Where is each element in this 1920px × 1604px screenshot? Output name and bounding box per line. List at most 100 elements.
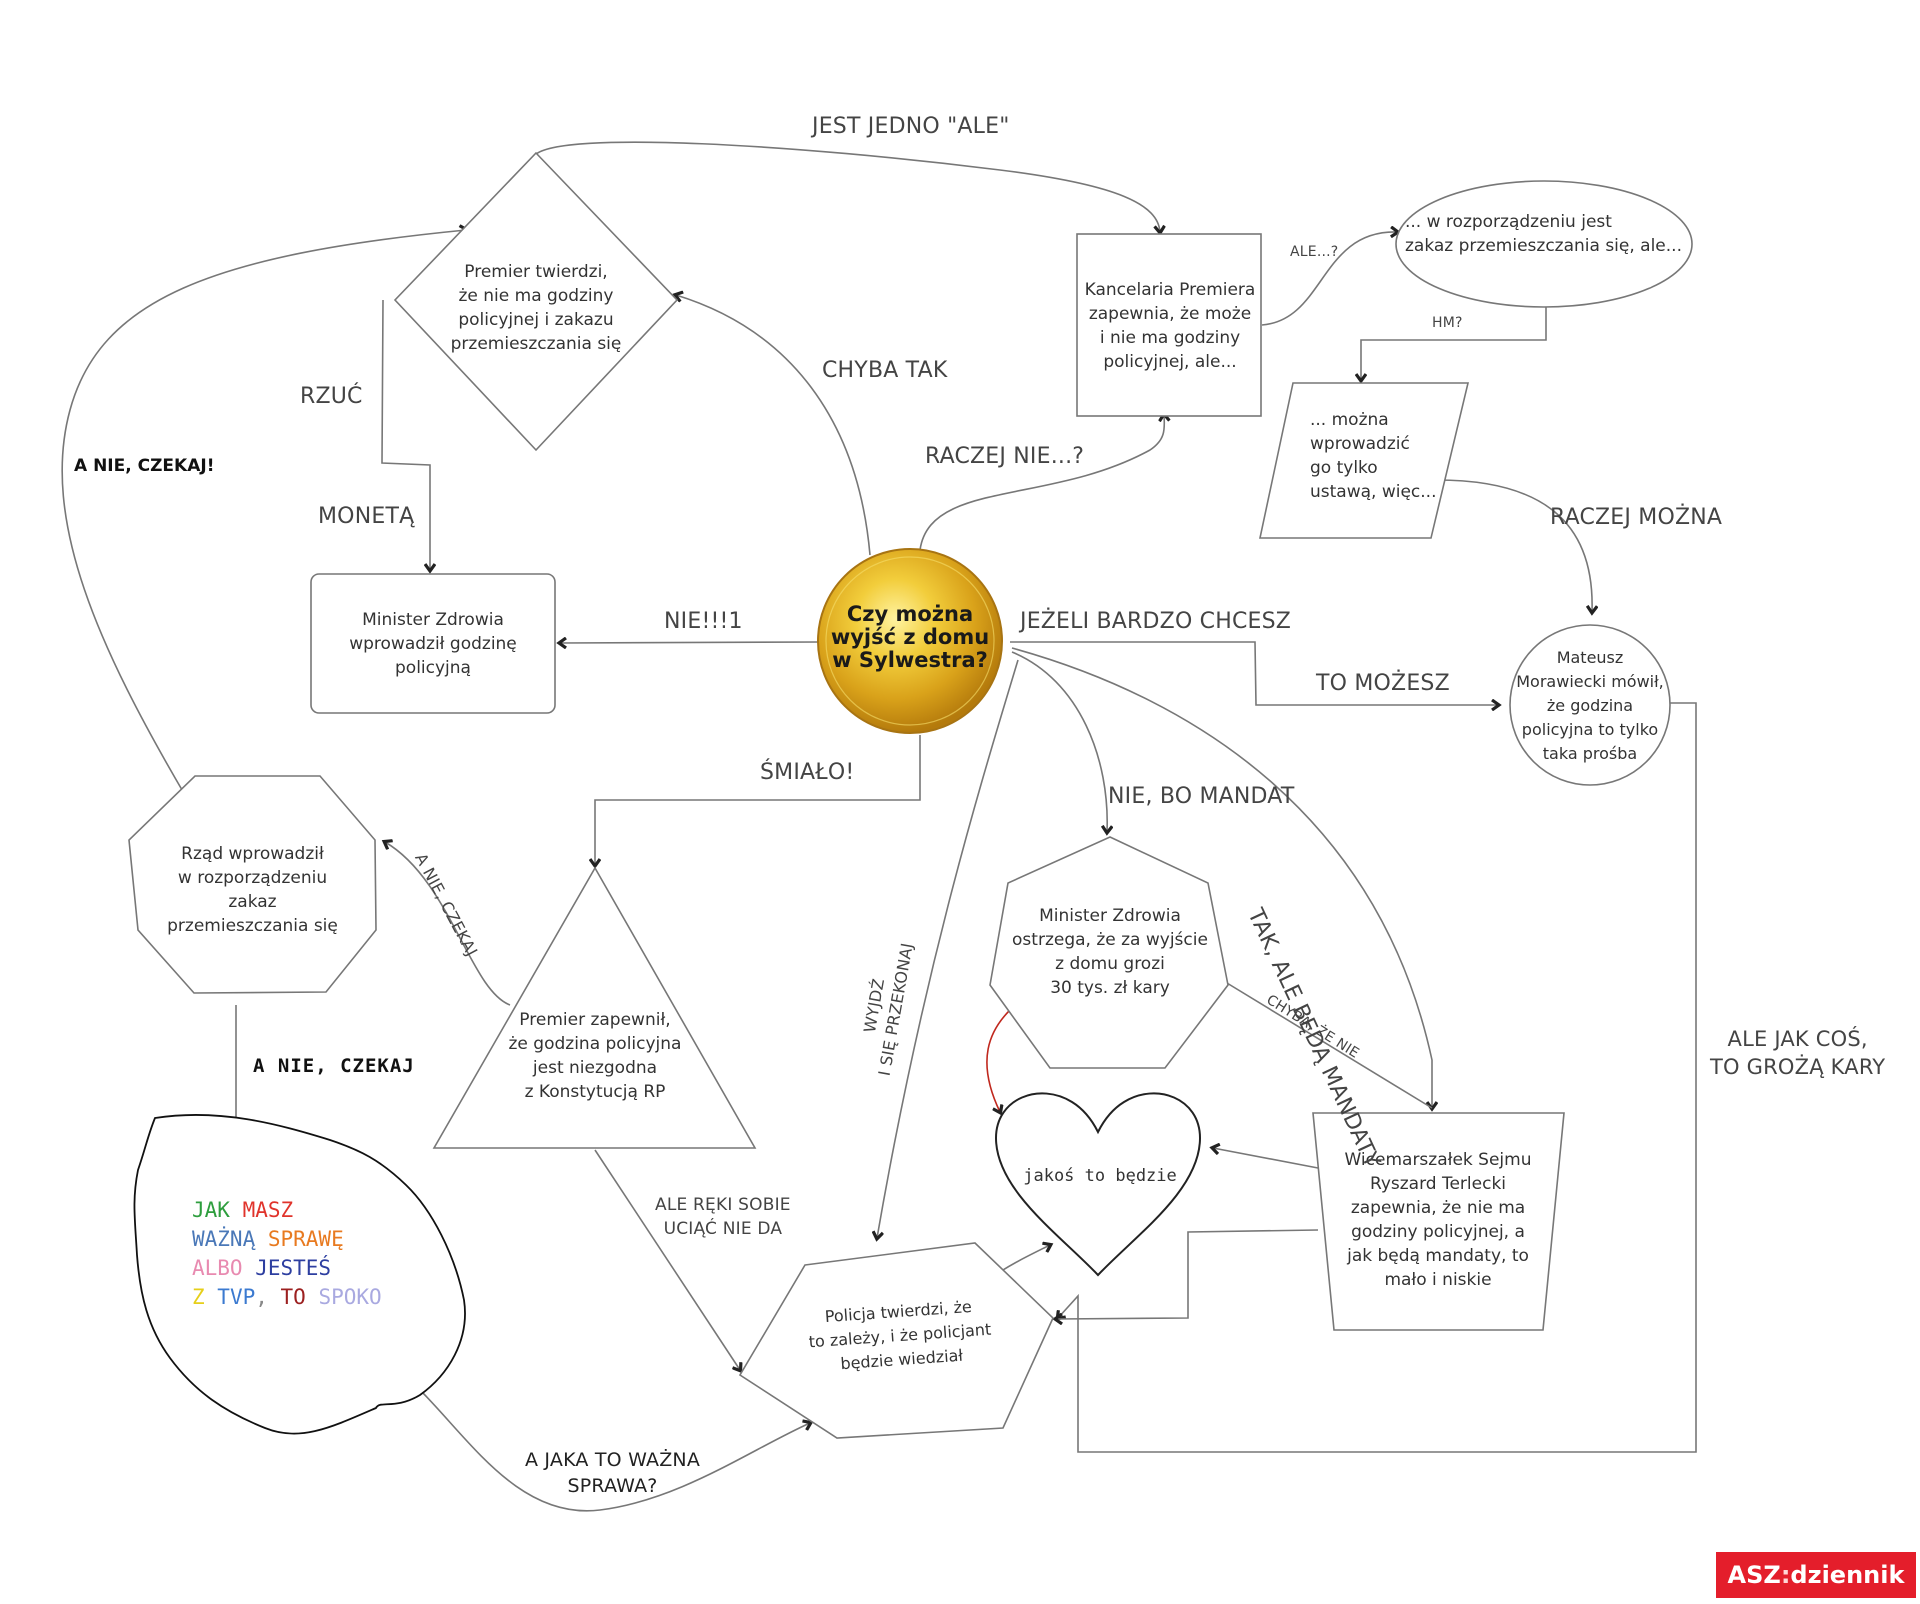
node-line: Rząd wprowadził: [181, 844, 324, 864]
edge-terlecki-policja: [1056, 1229, 1319, 1319]
cloud-word: ,: [255, 1285, 281, 1309]
cloud-word: MASZ: [242, 1198, 294, 1222]
node-line: ustawą, więc...: [1310, 482, 1437, 502]
edge-nie: [560, 642, 822, 643]
cloud-word: JAK: [192, 1198, 243, 1222]
node-morawiecki-text: Mateusz Morawiecki mówił, że godzina pol…: [1512, 646, 1668, 766]
node-premier-zapewnil-triangle: [432, 866, 757, 1149]
node-rozporzadzenie-text: ... w rozporządzeniu jest zakaz przemies…: [1405, 210, 1685, 258]
node-minister-godzina-text: Minister Zdrowia wprowadził godzinę poli…: [330, 608, 536, 680]
node-line: policyjnej, ale...: [1103, 352, 1237, 372]
center-line: wyjść z domu: [830, 625, 990, 649]
label-nie: NIE!!!1: [664, 609, 743, 634]
node-line: zakaz przemieszczania się, ale...: [1405, 236, 1682, 256]
logo-part: ASZ: [1727, 1561, 1781, 1589]
node-line: Minister Zdrowia: [1039, 906, 1181, 926]
node-line: zapewnia, że nie ma: [1350, 1198, 1526, 1218]
node-premier-twierdzi-diamond: [393, 151, 679, 452]
node-line: policyjnej i zakazu: [458, 310, 614, 330]
node-line: taka prośba: [1542, 744, 1638, 763]
node-premier-twierdzi-text: Premier twierdzi, że nie ma godziny poli…: [440, 260, 632, 356]
node-line: Premier zapewnił,: [519, 1010, 671, 1030]
node-cloud-blob: [133, 1113, 466, 1435]
node-premier-zapewnil-text: Premier zapewnił, że godzina policyjna j…: [490, 1008, 700, 1104]
node-line: zakaz: [228, 892, 277, 912]
node-minister-ostrzega-heptagon: [989, 836, 1229, 1069]
cloud-word: SPRAWĘ: [267, 1227, 344, 1251]
node-line: i nie ma godziny: [1099, 328, 1241, 348]
label-chyba-tak: CHYBA TAK: [822, 358, 948, 383]
label-rzuc: RZUĆ: [300, 384, 363, 409]
node-line: ostrzega, że za wyjście: [1012, 930, 1208, 950]
edge-terlecki-heart: [1213, 1148, 1319, 1169]
center-line: Czy można: [846, 602, 974, 626]
label-line: TO GROŻĄ KARY: [1710, 1055, 1886, 1079]
label-ale: ALE...?: [1290, 244, 1339, 260]
cloud-word: WAŻNĄ: [192, 1227, 268, 1251]
edge-wyjdz: [877, 659, 1019, 1238]
edge-jezeli: [1010, 641, 1498, 705]
label-line: A JAKA TO WAŻNA: [525, 1449, 701, 1471]
node-line: jakoś to będzie: [1023, 1166, 1177, 1186]
node-line: w rozporządzeniu: [177, 868, 328, 888]
node-minister-ostrzega-text: Minister Zdrowia ostrzega, że za wyjście…: [1000, 904, 1220, 1000]
node-rzad-text: Rząd wprowadził w rozporządzeniu zakaz p…: [150, 842, 355, 938]
node-line: mało i niskie: [1384, 1270, 1492, 1290]
edge-jest-jedno-ale: [534, 141, 1160, 232]
node-line: Morawiecki mówił,: [1516, 672, 1664, 691]
center-question: Czy można wyjść z domu w Sylwestra?: [820, 603, 1000, 672]
logo-part: dziennik: [1790, 1561, 1905, 1589]
label-hm: HM?: [1432, 315, 1463, 331]
label-a-nie-czekaj-comic: A NIE, CZEKAJ: [253, 1055, 415, 1077]
edge-raczej-nie: [919, 415, 1164, 551]
label-jezeli: JEŻELI BARDZO CHCESZ: [1020, 609, 1292, 634]
node-kancelaria-text: Kancelaria Premiera zapewnia, że może i …: [1080, 278, 1260, 374]
cloud-word: SPOKO: [318, 1285, 382, 1309]
center-line: w Sylwestra?: [832, 648, 988, 672]
node-line: z Konstytucją RP: [524, 1082, 666, 1102]
node-line: zapewnia, że może: [1088, 304, 1252, 324]
label-line: UCIĄĆ NIE DA: [663, 1219, 783, 1239]
node-terlecki-trapezoid: [1312, 1112, 1565, 1331]
cloud-word: TVP: [217, 1285, 256, 1309]
edge-a-nie-czekaj-left: [61, 230, 466, 796]
edge-raczej-mozna: [1436, 479, 1592, 612]
node-line: wprowadził godzinę: [349, 634, 517, 654]
node-morawiecki-circle: [1509, 624, 1671, 786]
node-line: godziny policyjnej, a: [1351, 1222, 1525, 1242]
edge-smialo: [595, 735, 921, 865]
label-jest-jedno-ale: JEST JEDNO "ALE": [812, 114, 1010, 139]
node-jakos-heart: [994, 1092, 1202, 1277]
node-line: 30 tys. zł kary: [1050, 978, 1170, 998]
node-line: Premier twierdzi,: [464, 262, 608, 282]
node-line: przemieszczania się: [167, 916, 338, 936]
edge-ale-reki: [594, 1149, 740, 1370]
node-terlecki-text: Wicemarszałek Sejmu Ryszard Terlecki zap…: [1332, 1148, 1544, 1292]
node-line: Mateusz: [1556, 648, 1624, 667]
node-line: że godzina policyjna: [508, 1034, 682, 1054]
node-ustawa-text: ... można wprowadzić go tylko ustawą, wi…: [1310, 408, 1440, 504]
label-moneta: MONETĄ: [318, 504, 415, 529]
edge-ale: [1261, 232, 1397, 326]
node-line: Kancelaria Premiera: [1084, 280, 1256, 300]
node-minister-godzina-rect: [310, 573, 556, 714]
node-policja-text: Policja twierdzi, że to zależy, i że pol…: [798, 1293, 1003, 1379]
node-line: jest niezgodna: [532, 1058, 658, 1078]
edge-nie-bo-mandat: [1011, 651, 1107, 832]
edge-red-curve: [986, 1009, 1011, 1112]
node-line: Ryszard Terlecki: [1369, 1174, 1507, 1194]
node-line: że godzina: [1546, 696, 1634, 715]
label-line: ALE RĘKI SOBIE: [655, 1195, 791, 1215]
cloud-line: WAŻNĄ SPRAWĘ: [192, 1225, 382, 1254]
node-line: policyjną: [395, 658, 471, 678]
edge-rzuc-moneta: [381, 299, 430, 570]
node-rozporzadzenie-ellipse: [1395, 180, 1693, 308]
node-line: przemieszczania się: [450, 334, 622, 354]
edge-ale-jak-cos: [1058, 702, 1697, 1453]
asz-dziennik-logo: ASZ:dziennik: [1716, 1552, 1916, 1598]
node-line: Minister Zdrowia: [362, 610, 504, 630]
center-coin: [817, 548, 1003, 734]
label-line: SPRAWA?: [567, 1475, 658, 1497]
